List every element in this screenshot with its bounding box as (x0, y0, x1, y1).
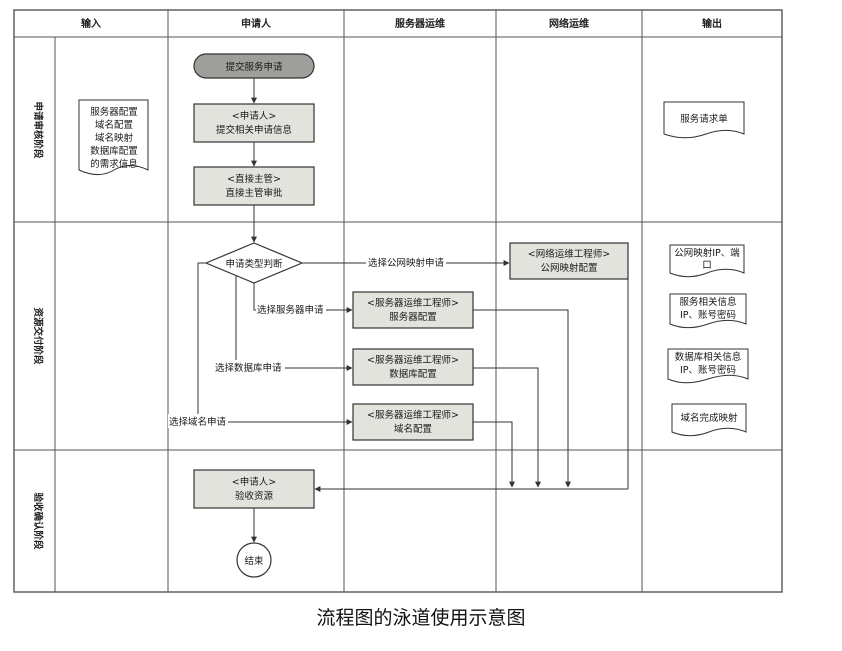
domain-config-box: <服务器运维工程师> 域名配置 (352, 403, 474, 441)
output-doc-text: 域名完成映射 (680, 412, 738, 424)
input-doc-line: 数据库配置 (90, 145, 138, 157)
accept-text: 验收资源 (235, 490, 274, 502)
start-node: 提交服务申请 (193, 53, 315, 79)
accept-resource-box: <申请人> 验收资源 (193, 469, 315, 509)
decision-label: 申请类型判断 (225, 258, 283, 270)
column-header-server-ops: 服务器运维 (395, 17, 445, 30)
srv-cfg-text: 服务器配置 (389, 311, 437, 323)
output-doc-request: 服务请求单 (663, 101, 745, 139)
figure-caption: 流程图的泳道使用示意图 (316, 607, 525, 629)
input-doc-line: 域名映射 (95, 132, 134, 144)
start-node-label: 提交服务申请 (225, 61, 283, 73)
line-domain-to-merge (473, 421, 515, 488)
label-bg (256, 302, 326, 316)
approve-role: <直接主管> (227, 173, 281, 185)
output-doc-text: 服务请求单 (680, 113, 728, 125)
accept-role: <申请人> (232, 476, 276, 488)
label-bg (366, 255, 446, 269)
arrow-decision-to-domain (197, 262, 353, 425)
submit-text: 提交相关申请信息 (216, 124, 292, 136)
srv-cfg-role: <服务器运维工程师> (367, 297, 459, 309)
branch-label-public: 选择公网映射申请 (368, 257, 445, 269)
approve-text: 直接主管审批 (225, 187, 283, 199)
db-cfg-text: 数据库配置 (389, 368, 437, 380)
diagram-frame (13, 9, 783, 593)
public-mapping-box: <网络运维工程师> 公网映射配置 (509, 242, 629, 280)
net-map-text: 公网映射配置 (540, 262, 597, 274)
submit-info-box: <申请人> 提交相关申请信息 (193, 103, 315, 143)
phase-label-delivery: 资源交付阶段 (32, 307, 44, 365)
output-doc-dns-done: 域名完成映射 (671, 403, 747, 437)
input-document: 服务器配置 域名配置 域名映射 数据库配置 的需求信息 (78, 99, 149, 175)
phase-label-review: 申请审核阶段 (32, 101, 44, 159)
output-doc-text: 服务相关信息 (679, 296, 736, 308)
branch-label-domain: 选择域名申请 (169, 416, 227, 428)
branch-label-server: 选择服务器申请 (257, 304, 324, 316)
branch-label-database: 选择数据库申请 (215, 362, 282, 374)
output-doc-text: 公网映射IP、端 (674, 247, 740, 259)
swimlane-grid (13, 9, 783, 593)
server-config-box: <服务器运维工程师> 服务器配置 (352, 291, 474, 329)
output-doc-text: 口 (702, 260, 712, 271)
database-config-box: <服务器运维工程师> 数据库配置 (352, 348, 474, 386)
input-doc-line: 域名配置 (95, 119, 133, 131)
manager-approval-box: <直接主管> 直接主管审批 (193, 166, 315, 206)
output-doc-db-info: 数据库相关信息 IP、账号密码 (667, 348, 749, 384)
column-header-input: 输入 (81, 17, 101, 30)
input-doc-line: 服务器配置 (90, 106, 138, 118)
arrow-decision-to-db (235, 276, 353, 371)
line-server-to-merge (473, 309, 571, 488)
column-header-applicant: 申请人 (241, 17, 272, 30)
output-doc-public-ip: 公网映射IP、端 口 (669, 244, 745, 278)
input-doc-line: 的需求信息 (90, 158, 138, 170)
phase-label-acceptance: 验收确认阶段 (32, 492, 44, 550)
label-bg (168, 414, 228, 428)
dns-cfg-role: <服务器运维工程师> (367, 409, 459, 421)
net-map-role: <网络运维工程师> (528, 248, 610, 260)
dns-cfg-text: 域名配置 (394, 423, 432, 435)
output-doc-text: IP、账号密码 (680, 364, 736, 376)
end-node: 结束 (236, 542, 272, 578)
output-doc-text: 数据库相关信息 (675, 351, 742, 363)
label-bg (213, 360, 285, 374)
end-node-label: 结束 (244, 555, 264, 567)
db-cfg-role: <服务器运维工程师> (367, 354, 459, 366)
type-decision-diamond: 申请类型判断 (204, 242, 304, 284)
output-doc-text: IP、账号密码 (680, 309, 736, 321)
output-doc-server-info: 服务相关信息 IP、账号密码 (669, 293, 747, 329)
column-header-network-ops: 网络运维 (549, 17, 589, 30)
submit-role: <申请人> (232, 110, 276, 122)
line-db-to-merge (473, 367, 541, 488)
column-header-output: 输出 (702, 17, 722, 30)
